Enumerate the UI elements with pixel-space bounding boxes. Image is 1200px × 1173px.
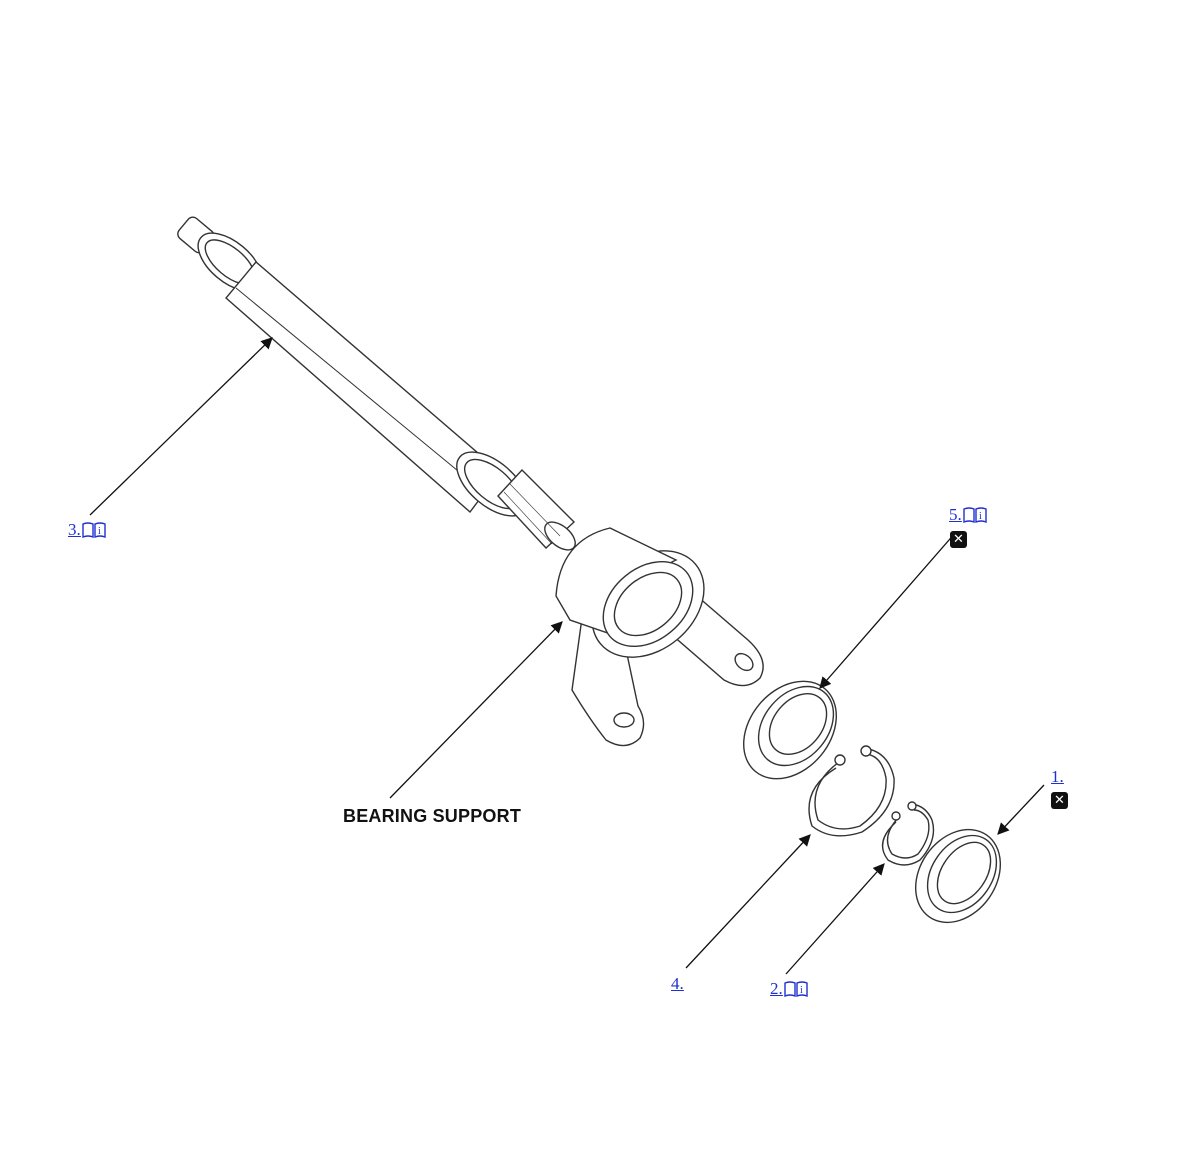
callout-2-number: 2. bbox=[770, 979, 783, 998]
svg-text:i: i bbox=[979, 511, 982, 522]
callout-1-link[interactable]: 1. bbox=[1051, 768, 1064, 786]
manual-info-icon[interactable]: i bbox=[784, 980, 808, 998]
bearing-support-label: BEARING SUPPORT bbox=[343, 806, 522, 826]
callout-1-number: 1. bbox=[1051, 767, 1064, 786]
snap-ring-2 bbox=[881, 801, 935, 866]
seal-5 bbox=[742, 680, 838, 780]
svg-text:i: i bbox=[800, 985, 803, 996]
callout-4-number: 4. bbox=[671, 974, 684, 993]
manual-info-icon[interactable]: i bbox=[82, 521, 106, 539]
callout-3-number: 3. bbox=[68, 520, 81, 539]
callout-3-link[interactable]: 3. i bbox=[68, 521, 106, 539]
callout-4-link[interactable]: 4. bbox=[671, 975, 684, 993]
callout-2-link[interactable]: 2. i bbox=[770, 980, 808, 998]
manual-info-icon[interactable]: i bbox=[963, 506, 987, 524]
svg-text:i: i bbox=[98, 526, 101, 537]
leader-lines bbox=[89, 337, 1045, 975]
callout-5-link[interactable]: 5. i bbox=[949, 506, 987, 524]
bearing-support-housing bbox=[555, 527, 764, 747]
x-box-icon: ✕ bbox=[1051, 792, 1068, 809]
x-box-icon: ✕ bbox=[950, 531, 967, 548]
callout-5-number: 5. bbox=[949, 505, 962, 524]
intermediate-shaft bbox=[177, 216, 576, 551]
snap-ring-4 bbox=[808, 745, 895, 837]
seal-1 bbox=[914, 828, 1002, 924]
